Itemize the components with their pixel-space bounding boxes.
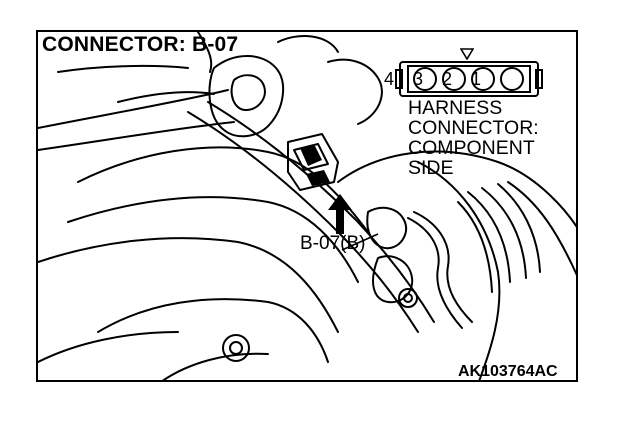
engine-illustration [38, 32, 576, 380]
harness-connector-label: HARNESS CONNECTOR: COMPONENT SIDE [408, 98, 539, 178]
connector-pin-1: 1 [470, 69, 481, 89]
harness-label-line-1: HARNESS [408, 97, 503, 119]
figure-code: AK103764AC [458, 363, 558, 380]
harness-label-line-3: COMPONENT [408, 137, 535, 159]
callout-leader-line [341, 233, 379, 251]
connector-pin-3: 3 [412, 69, 423, 89]
connector-pin-4: 4 [383, 69, 394, 89]
harness-label-line-4: SIDE [408, 157, 454, 179]
triangle-key-icon [460, 48, 474, 60]
black-arrow-icon [328, 194, 352, 234]
diagram-title: CONNECTOR: B-07 [42, 33, 239, 56]
harness-label-line-2: CONNECTOR: [408, 117, 539, 139]
connector-pin-2: 2 [441, 69, 452, 89]
connector-callout-label: B-07(B) [300, 233, 366, 254]
diagram-frame: 4 3 2 1 CONNECTOR: B-07 HARNESS CONNECTO… [36, 30, 578, 382]
